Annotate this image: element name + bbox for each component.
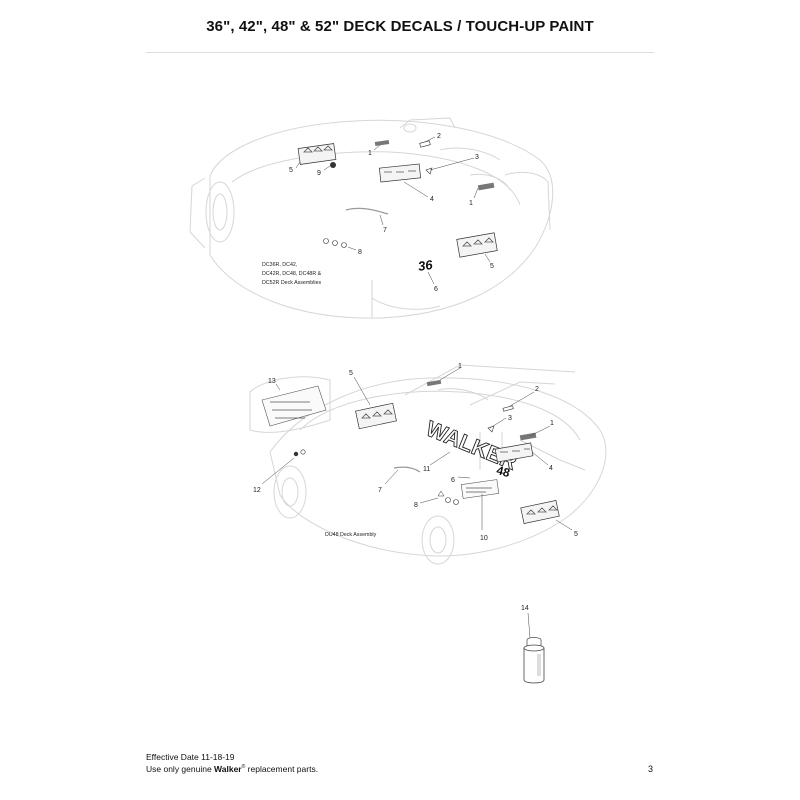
page-number: 3	[648, 764, 654, 774]
top-warning-decal-right	[456, 232, 498, 258]
registered-mark: ®	[241, 764, 246, 771]
callout-label: 1	[368, 150, 372, 157]
callout-label: 3	[508, 415, 512, 422]
callout-label: 8	[414, 502, 418, 509]
callout-label: 5	[574, 531, 578, 538]
caption-line: DC42R, DC48, DC48R &	[262, 271, 322, 277]
callout-label: 5	[490, 263, 494, 270]
callout-label: 10	[480, 535, 488, 542]
title-divider	[146, 52, 654, 53]
bottom-safety-decal	[494, 442, 534, 463]
callout-label: 4	[430, 196, 434, 203]
callout-label: 9	[317, 170, 321, 177]
top-caption: DC36R, DC42, DC42R, DC48, DC48R & DC52R …	[262, 262, 322, 286]
callout-label: 11	[423, 466, 430, 473]
bottom-small-decals	[293, 379, 537, 505]
touch-up-paint-can: 14	[521, 605, 545, 684]
top-callouts: 1 2 3 4 5 9 7 8 1 5 6	[289, 133, 494, 293]
bottom-callouts: 13 5 1 2 3 1 4 11 6 12 7 8 10 5	[253, 363, 578, 542]
callout-label: 8	[358, 249, 362, 256]
bottom-deck-drawing	[249, 364, 607, 565]
bottom-deck-size-decal: 48	[495, 463, 512, 480]
top-deck-size-decal: 36	[417, 257, 434, 274]
bottom-caption: DU48 Deck Assembly	[325, 532, 377, 538]
top-small-decals	[323, 140, 495, 248]
bottom-warning-decal-left	[355, 402, 397, 430]
callout-label: 7	[378, 487, 382, 494]
callout-label: 14	[521, 605, 529, 612]
caption-line: DC52R Deck Assemblies	[262, 280, 322, 286]
callout-label: 2	[437, 133, 441, 140]
callout-label: 6	[451, 477, 455, 484]
top-safety-decal-center	[378, 163, 422, 183]
callout-label: 7	[383, 227, 387, 234]
callout-label: 1	[550, 420, 554, 427]
callout-label: 5	[349, 370, 353, 377]
callout-label: 4	[549, 465, 553, 472]
bottom-warning-decal-right	[520, 500, 560, 524]
bottom-info-decal	[460, 479, 500, 499]
genuine-parts-note: Use only genuine Walker® replacement par…	[146, 764, 318, 774]
note-prefix: Use only genuine	[146, 764, 215, 774]
callout-label: 13	[268, 378, 276, 385]
effective-date: Effective Date 11-18-19	[146, 752, 235, 762]
caption-line: DC36R, DC42,	[262, 262, 297, 268]
page-title: 36", 42", 48" & 52" DECK DECALS / TOUCH-…	[206, 18, 594, 35]
top-warning-decal-left	[297, 143, 337, 165]
callout-label: 1	[469, 200, 473, 207]
callout-label: 5	[289, 167, 293, 174]
bottom-rear-decal	[261, 385, 327, 427]
callout-label: 6	[434, 286, 438, 293]
callout-label: 2	[535, 386, 539, 393]
top-deck-drawing	[189, 117, 554, 319]
callout-label: 12	[253, 487, 261, 494]
callout-label: 3	[475, 154, 479, 161]
note-suffix: replacement parts.	[245, 764, 319, 774]
note-brand: Walker	[214, 764, 242, 774]
callout-label: 1	[458, 363, 462, 370]
